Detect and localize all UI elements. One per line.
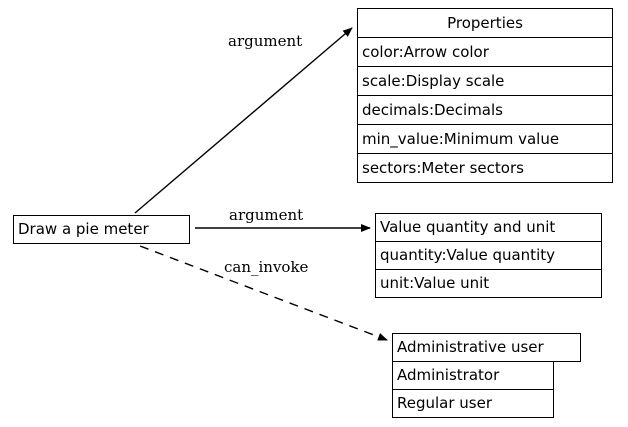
node-properties-field-scale: scale:Display scale	[357, 66, 613, 96]
node-properties-title: Properties	[357, 8, 613, 38]
node-value-quantity-and-unit[interactable]: Value quantity and unit quantity:Value q…	[375, 213, 602, 298]
edge-label-argument-value: argument	[229, 206, 304, 224]
node-properties[interactable]: Properties color:Arrow color scale:Displ…	[357, 8, 613, 183]
node-properties-field-min-value: min_value:Minimum value	[357, 124, 613, 154]
node-source-title: Draw a pie meter	[13, 215, 190, 244]
node-administrative-user[interactable]: Administrative user Administrator Regula…	[392, 333, 581, 418]
edge-label-argument-properties: argument	[228, 32, 303, 50]
node-value-title: Value quantity and unit	[375, 213, 602, 242]
edge-label-can-invoke: can_invoke	[224, 258, 309, 276]
edge-argument-properties	[134, 27, 353, 214]
node-properties-field-sectors: sectors:Meter sectors	[357, 153, 613, 183]
node-value-field-unit: unit:Value unit	[375, 269, 602, 298]
node-properties-field-color: color:Arrow color	[357, 37, 613, 67]
node-value-field-quantity: quantity:Value quantity	[375, 241, 602, 270]
node-draw-a-pie-meter[interactable]: Draw a pie meter	[13, 215, 190, 244]
node-admin-title: Administrative user	[392, 333, 581, 362]
node-admin-field-regular-user: Regular user	[392, 389, 554, 418]
node-admin-field-administrator: Administrator	[392, 361, 554, 390]
node-properties-field-decimals: decimals:Decimals	[357, 95, 613, 125]
